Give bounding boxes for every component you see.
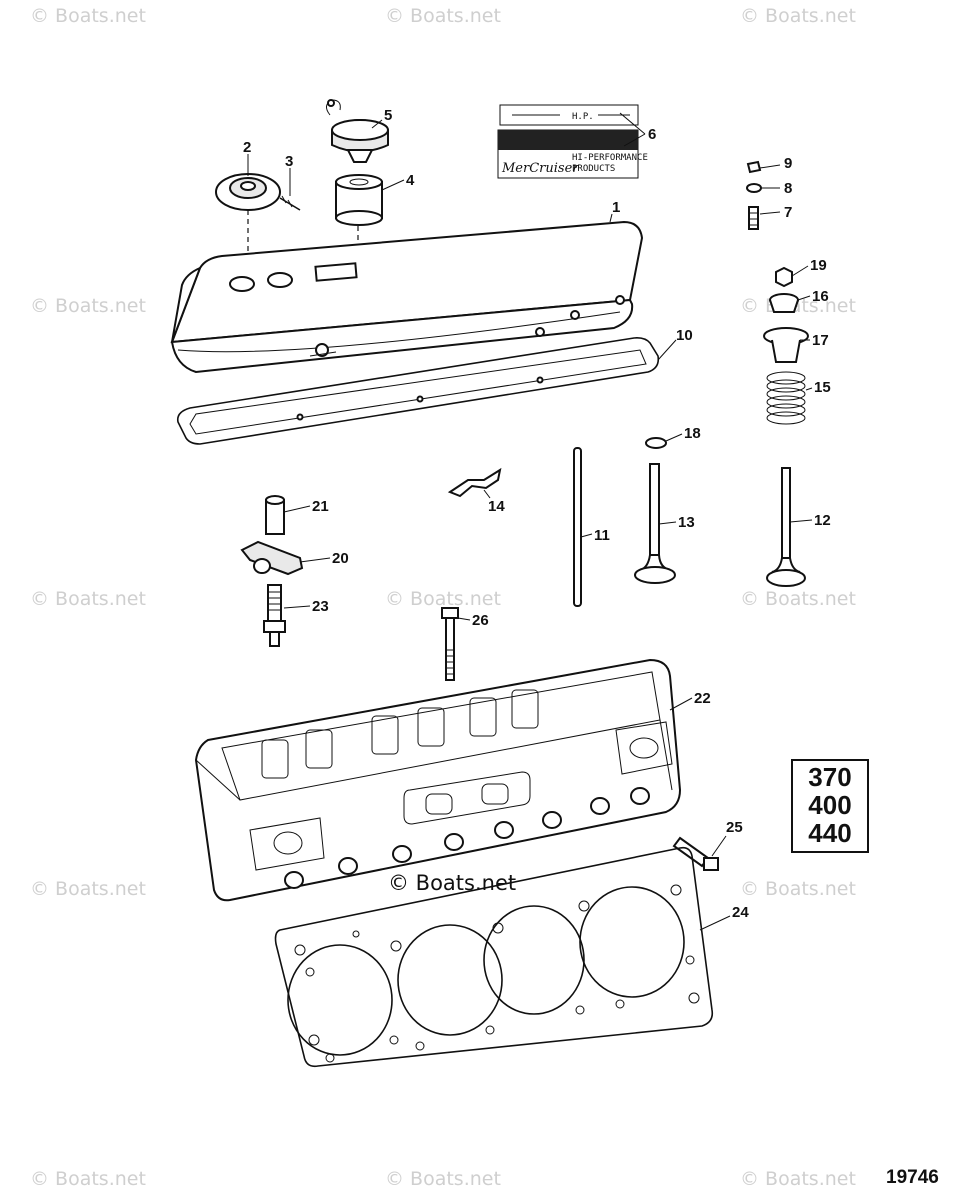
callout-13: 13: [678, 514, 695, 531]
callout-18: 18: [684, 425, 701, 442]
rocker-cover: [170, 220, 644, 374]
callout-17: 17: [812, 332, 829, 349]
watermark: © Boats.net: [30, 1168, 146, 1190]
model-400: 400: [808, 790, 851, 820]
head-bolt-short: [672, 836, 719, 871]
decal-mercruiser: MerCruiser HI-PERFORMANCE PRODUCTS: [497, 129, 648, 179]
callout-9: 9: [784, 155, 792, 172]
valve-seal: [645, 437, 667, 449]
oil-baffle: [447, 467, 502, 498]
callout-4: 4: [406, 172, 415, 189]
watermark: © Boats.net: [30, 5, 146, 27]
screw: [279, 195, 301, 211]
rocker-nut: [265, 495, 285, 535]
rocker-arm: [240, 540, 304, 576]
center-watermark: © Boats.net: [388, 871, 516, 895]
watermark: © Boats.net: [385, 5, 501, 27]
model-370: 370: [808, 762, 851, 792]
callout-16: 16: [812, 288, 829, 305]
svg-text:HI-PERFORMANCE: HI-PERFORMANCE: [572, 153, 648, 163]
watermarks: © Boats.net © Boats.net © Boats.net © Bo…: [30, 5, 856, 1190]
pushrod: [573, 447, 582, 607]
watermark: © Boats.net: [385, 1168, 501, 1190]
decal-hp: H.P.: [499, 104, 639, 126]
callout-12: 12: [814, 512, 831, 529]
watermark: © Boats.net: [740, 295, 856, 317]
callout-21: 21: [312, 498, 329, 515]
valve-train-stack: [746, 160, 809, 425]
callout-20: 20: [332, 550, 349, 567]
watermark: © Boats.net: [30, 878, 146, 900]
watermark: © Boats.net: [740, 1168, 856, 1190]
model-440: 440: [808, 818, 851, 848]
svg-text:PRODUCTS: PRODUCTS: [572, 164, 615, 174]
callout-24: 24: [732, 904, 749, 921]
callout-1: 1: [612, 199, 620, 216]
callout-25: 25: [726, 819, 743, 836]
callout-3: 3: [285, 153, 293, 170]
callout-11: 11: [594, 527, 610, 544]
leader-lines: [247, 112, 813, 931]
figure-number: 19746: [886, 1167, 939, 1188]
callout-5: 5: [384, 107, 392, 124]
callout-8: 8: [784, 180, 792, 197]
callout-6: 6: [648, 126, 656, 143]
callout-19: 19: [810, 257, 827, 274]
watermark: © Boats.net: [740, 878, 856, 900]
oil-filler-cap: [215, 173, 281, 211]
watermark: © Boats.net: [385, 588, 501, 610]
model-box: 370 400 440: [791, 759, 869, 853]
cylinder-head: [194, 658, 682, 902]
callout-14: 14: [488, 498, 505, 515]
callout-10: 10: [676, 327, 693, 344]
watermark: © Boats.net: [740, 588, 856, 610]
watermark: © Boats.net: [30, 588, 146, 610]
head-bolt: [441, 607, 459, 681]
rocker-stud: [263, 584, 286, 647]
intake-valve: [634, 463, 676, 584]
callout-23: 23: [312, 598, 329, 615]
callout-7: 7: [784, 204, 792, 221]
breather-cap: [326, 99, 389, 163]
svg-text:MerCruiser: MerCruiser: [501, 161, 579, 176]
callout-labels: 1 2 3 4 5 6 7 8 9 10 11 12 13 14 15 16 1…: [243, 107, 831, 921]
watermark: © Boats.net: [30, 295, 146, 317]
svg-text:H.P.: H.P.: [572, 112, 594, 122]
callout-22: 22: [694, 690, 711, 707]
rocker-cover-gasket: [176, 337, 660, 445]
exhaust-valve: [766, 467, 806, 587]
callout-26: 26: [472, 612, 489, 629]
head-gasket: [274, 846, 714, 1068]
callout-2: 2: [243, 139, 251, 156]
grommet: [335, 174, 383, 226]
callout-15: 15: [814, 379, 831, 396]
watermark: © Boats.net: [740, 5, 856, 27]
